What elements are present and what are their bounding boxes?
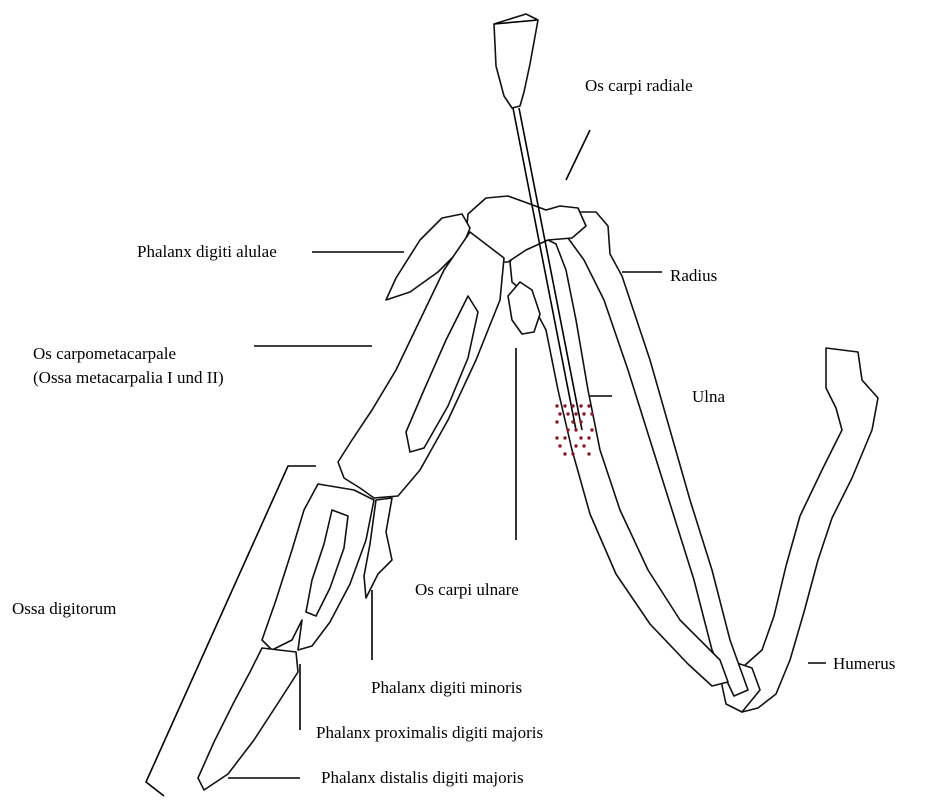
syringe-hub <box>494 14 538 108</box>
label-radius: Radius <box>670 266 717 286</box>
label-humerus: Humerus <box>833 654 895 674</box>
marrow-dot <box>571 404 574 407</box>
marrow-dot <box>582 412 585 415</box>
marrow-dot <box>566 412 569 415</box>
phalanx-distalis-bone <box>198 648 298 790</box>
marrow-dot <box>558 444 561 447</box>
marrow-dot <box>574 444 577 447</box>
label-os-carpi-radiale: Os carpi radiale <box>585 76 693 96</box>
label-phalanx-proximalis: Phalanx proximalis digiti majoris <box>316 723 543 743</box>
marrow-dot <box>574 428 577 431</box>
marrow-dot <box>579 436 582 439</box>
marrow-dot <box>587 404 590 407</box>
marrow-dot <box>590 428 593 431</box>
marrow-dot <box>571 452 574 455</box>
marrow-dot <box>590 412 593 415</box>
leader-os-carpi-radiale <box>566 130 590 180</box>
marrow-dot <box>587 436 590 439</box>
marrow-dot <box>582 444 585 447</box>
label-os-carpometacarpale: Os carpometacarpale <box>33 344 176 364</box>
marrow-dot <box>563 436 566 439</box>
marrow-dot <box>563 452 566 455</box>
label-phalanx-distalis: Phalanx distalis digiti majoris <box>321 768 524 788</box>
marrow-dot <box>574 412 577 415</box>
marrow-dot <box>571 420 574 423</box>
label-phalanx-digiti-alulae: Phalanx digiti alulae <box>137 242 277 262</box>
marrow-dot <box>579 420 582 423</box>
marrow-dot <box>555 420 558 423</box>
marrow-dot <box>558 412 561 415</box>
marrow-dot <box>563 404 566 407</box>
marrow-dot <box>555 436 558 439</box>
marrow-dot <box>566 428 569 431</box>
label-ossa-digitorum: Ossa digitorum <box>12 599 116 619</box>
label-ossa-metacarpalia: (Ossa metacarpalia I und II) <box>33 368 224 388</box>
marrow-dot <box>587 452 590 455</box>
label-phalanx-digiti-minoris: Phalanx digiti minoris <box>371 678 522 698</box>
label-os-carpi-ulnare: Os carpi ulnare <box>415 580 519 600</box>
marrow-dot <box>555 404 558 407</box>
marrow-dot <box>579 404 582 407</box>
label-ulna: Ulna <box>692 387 725 407</box>
